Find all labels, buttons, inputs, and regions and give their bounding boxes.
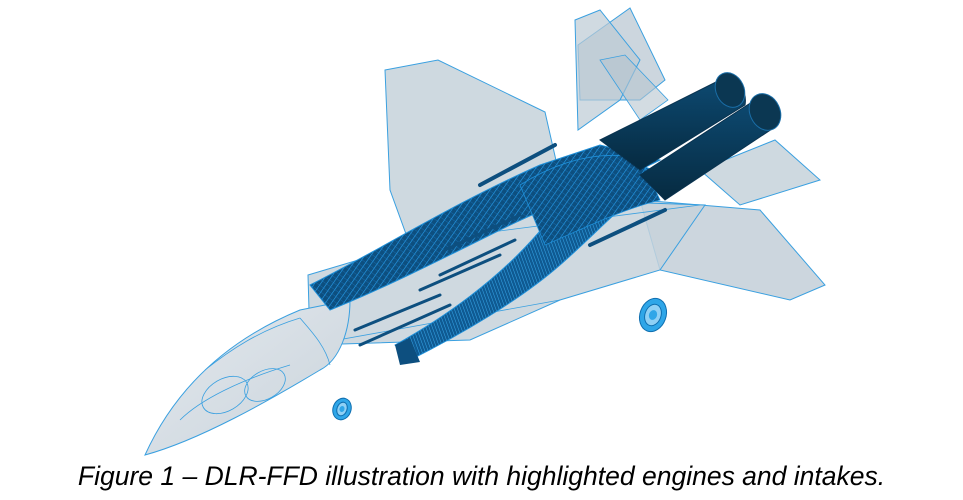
engine-intakes: [332, 297, 668, 421]
wing-struts: [353, 143, 667, 365]
intake-left: [332, 397, 352, 421]
aircraft-illustration: [144, 7, 826, 456]
engine-pipes: [599, 72, 782, 201]
figure-caption: Figure 1 – DLR-FFD illustration with hig…: [77, 461, 886, 491]
tail-fins: [574, 7, 669, 131]
intake-right: [638, 297, 668, 333]
nose-fuselage: [144, 299, 351, 456]
engine-ducts: [309, 144, 667, 361]
